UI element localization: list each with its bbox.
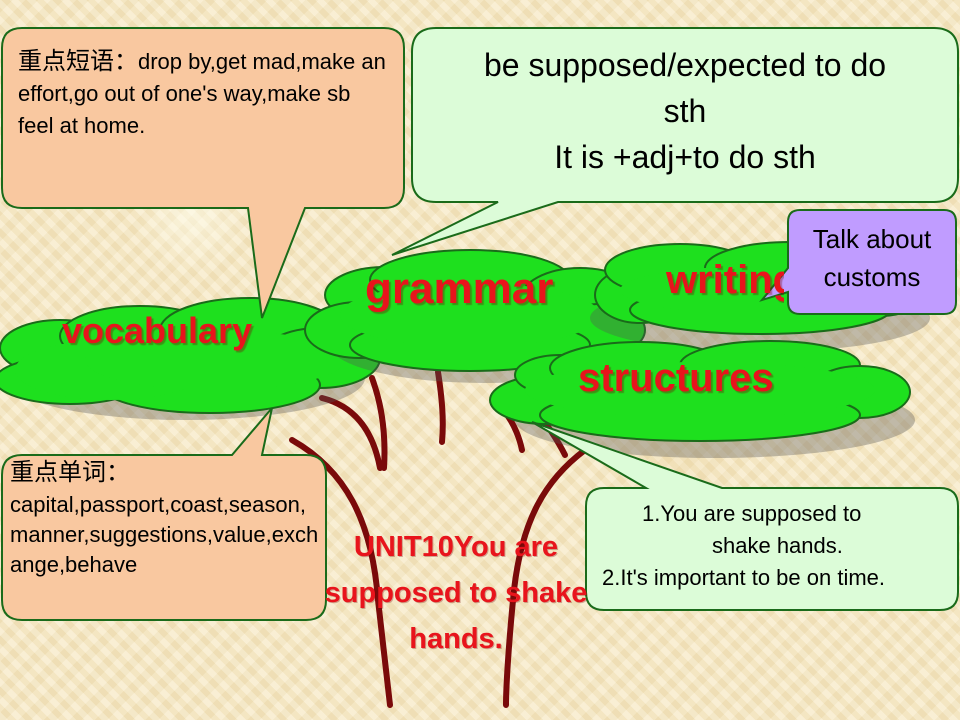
label-structures[interactable]: structures [578, 356, 774, 400]
callout-phrases-shape [1, 27, 405, 319]
branch-c [435, 369, 446, 445]
callout-structures-shape [531, 421, 959, 611]
grammar-line-1: be supposed/expected to do [483, 47, 887, 83]
callout-grammar: be supposed/expected to do sth It is +ad… [412, 42, 958, 180]
structures-line-2: shake hands. [712, 533, 843, 558]
callout-writing: Talk about customs [788, 220, 956, 296]
callout-grammar-shape [391, 27, 959, 256]
writing-line-1: Talk about [812, 224, 932, 254]
trunk-left [289, 437, 393, 708]
words-heading: 重点单词： [10, 459, 130, 486]
branch-a [319, 395, 383, 471]
structures-line-3: 2.It's important to be on time. [602, 565, 886, 590]
cloud-vocabulary [0, 297, 381, 420]
trunk-right [503, 447, 588, 708]
label-writing[interactable]: writing [666, 258, 784, 302]
label-vocabulary[interactable]: vocabulary [62, 310, 253, 351]
phrases-heading: 重点短语： [18, 48, 138, 75]
grammar-line-3: It is +adj+to do sth [554, 139, 816, 175]
words-text: capital,passport,coast,season,manner,sug… [10, 492, 319, 577]
structures-line-1: 1.You are supposed to [642, 501, 862, 526]
callout-words-shape [1, 407, 327, 621]
label-grammar[interactable]: grammar [365, 264, 554, 313]
writing-line-2: customs [823, 262, 921, 292]
cloud-structures [489, 340, 915, 458]
slide-title: UNIT10You are supposed to shake hands. [324, 531, 588, 655]
callout-structures: 1.You are supposed to shake hands. 2.It'… [586, 498, 958, 594]
grammar-line-2: sth [663, 93, 707, 129]
callout-phrases: 重点短语：drop by,get mad,make an effort,go o… [18, 46, 388, 142]
branch-b [369, 375, 388, 471]
callout-words: 重点单词： capital,passport,coast,season,mann… [10, 456, 322, 580]
phrases-text: drop by,get mad,make an effort,go out of… [18, 49, 386, 138]
callout-writing-shape [759, 209, 957, 315]
